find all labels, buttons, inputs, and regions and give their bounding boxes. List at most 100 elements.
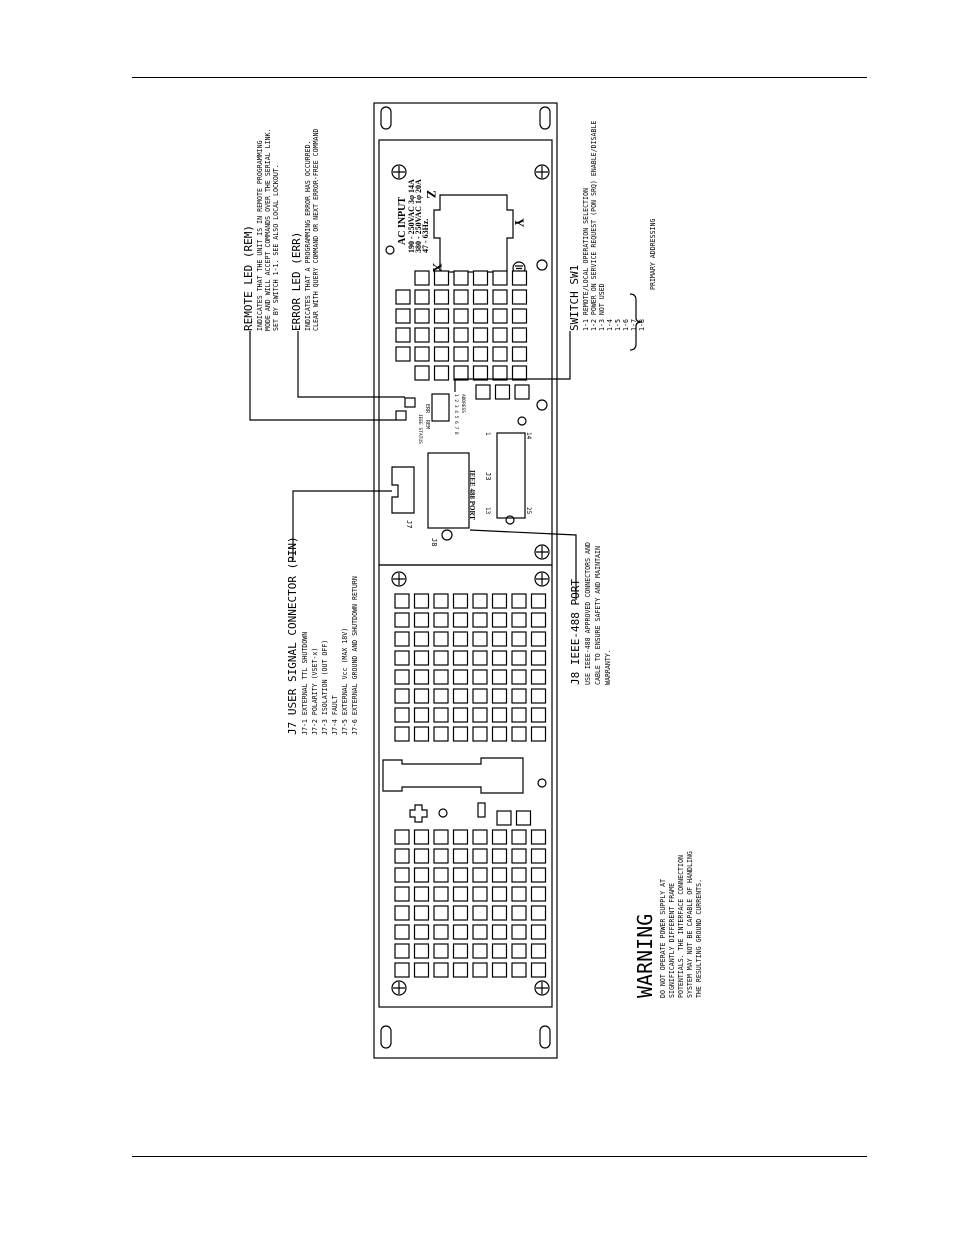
ac-input-plate	[433, 194, 514, 273]
vent-slot	[511, 688, 527, 704]
vent-slot	[530, 886, 547, 902]
vent-slot	[453, 289, 469, 305]
vent-slot	[530, 924, 547, 940]
vent-slot	[472, 726, 488, 742]
vent-slot	[413, 726, 430, 742]
vent-slot	[530, 688, 547, 704]
vent-slot	[530, 962, 547, 978]
rem-label: REM	[424, 420, 430, 429]
vent-slot	[491, 707, 508, 723]
j8-leader	[469, 529, 577, 600]
vent-slot	[433, 867, 449, 883]
pin-14-label: 14	[525, 432, 532, 440]
screws	[391, 164, 550, 996]
chassis-cutout	[382, 757, 524, 794]
j7-panel-label: J7	[405, 520, 413, 528]
vent-slot	[511, 650, 527, 666]
vent-slot	[452, 924, 469, 940]
vent-slot	[395, 327, 411, 343]
vent-slot	[472, 346, 489, 362]
vent-slot	[530, 650, 547, 666]
vent-slot	[530, 593, 547, 609]
vent-slot	[394, 612, 410, 628]
vent-slot	[491, 924, 508, 940]
j8-line-2: CABLE TO ENSURE SAFETY AND MAINTAIN	[594, 546, 602, 685]
leader-lines	[249, 293, 643, 600]
vent-slot	[472, 308, 489, 324]
vent-slot	[472, 707, 488, 723]
vent-slot	[530, 669, 547, 685]
vent-slot	[433, 631, 449, 647]
pin-13-label: 13	[484, 507, 491, 515]
vent-slot	[433, 650, 449, 666]
vent-slot	[492, 308, 508, 324]
vent-slot	[413, 612, 430, 628]
sw1-line-3: 1-3 NOT USED	[598, 283, 606, 331]
vent-slot	[413, 886, 430, 902]
vent-slot	[395, 346, 411, 362]
ac-input-title: AC INPUT	[397, 197, 408, 245]
vent-slot	[491, 631, 508, 647]
vent-slot	[453, 308, 469, 324]
vent-slot	[491, 867, 508, 883]
warning-line-1: DO NOT OPERATE POWER SUPPLY AT	[659, 879, 667, 998]
vent-slot	[511, 612, 527, 628]
vent-slot	[394, 650, 410, 666]
hole-icon	[438, 808, 448, 818]
j3-panel-label: J3	[484, 472, 492, 480]
sw1-line-4: 1-4	[606, 319, 614, 331]
vent-slot	[452, 943, 469, 959]
vent-slot	[414, 289, 430, 305]
err-led	[404, 397, 416, 408]
ac-input-block: X Y Z AC INPUT 190 - 250VAC 3φ 14A 380 -…	[397, 179, 527, 275]
vent-slot	[433, 270, 450, 286]
screw-icon	[534, 544, 550, 560]
vent-slot	[394, 829, 410, 845]
vent-slot	[511, 289, 528, 305]
vent-slot	[433, 327, 450, 343]
vent-slot	[433, 612, 449, 628]
pin-25-label: 25	[525, 507, 532, 515]
vent-slot	[413, 669, 430, 685]
vent-slot	[452, 886, 469, 902]
vent-slot	[394, 886, 410, 902]
mount-slot-icon	[539, 1025, 551, 1049]
vent-slot	[492, 289, 508, 305]
vent-slot	[395, 289, 411, 305]
vent-slot	[491, 612, 508, 628]
pin-1-label: 1	[484, 432, 491, 436]
vent-slot	[494, 384, 511, 400]
vent-slot	[433, 924, 449, 940]
vent-slot	[472, 631, 488, 647]
vent-slot	[452, 593, 469, 609]
vent-slot	[491, 886, 508, 902]
vent-slot	[413, 650, 430, 666]
j8-body	[427, 452, 470, 529]
warning-callout: WARNING DO NOT OPERATE POWER SUPPLY AT S…	[633, 851, 703, 998]
vent-slot	[472, 327, 489, 343]
vent-slot	[394, 905, 410, 921]
vent-slot	[414, 365, 430, 381]
vent-slot	[433, 593, 449, 609]
vent-slot	[433, 943, 449, 959]
remote-led-line-1: INDICATES THAT THE UNIT IS IN REMOTE PRO…	[256, 140, 264, 331]
vent-slot	[472, 848, 488, 864]
address-label: ADDRESS	[460, 394, 466, 413]
vent-slot	[472, 593, 488, 609]
vent-slot	[472, 905, 488, 921]
j3-body	[496, 432, 526, 519]
vent-slot	[511, 593, 527, 609]
hole-icon	[517, 416, 527, 426]
vent-slot	[475, 384, 491, 400]
bottom-rule	[132, 1156, 867, 1157]
warning-line-3: POTENTIALS. THE INTERFACE CONNECTION	[677, 855, 685, 998]
vent-slot	[413, 688, 430, 704]
vent-slot	[491, 650, 508, 666]
error-led-callout: ERROR LED (ERR) INDICATES THAT A PROGRAM…	[290, 129, 320, 331]
vent-slot	[472, 650, 488, 666]
lower-panel-section	[378, 564, 553, 1008]
vent-slot	[530, 631, 547, 647]
vent-slot	[511, 848, 527, 864]
vent-slot	[394, 924, 410, 940]
vent-slot	[433, 848, 449, 864]
